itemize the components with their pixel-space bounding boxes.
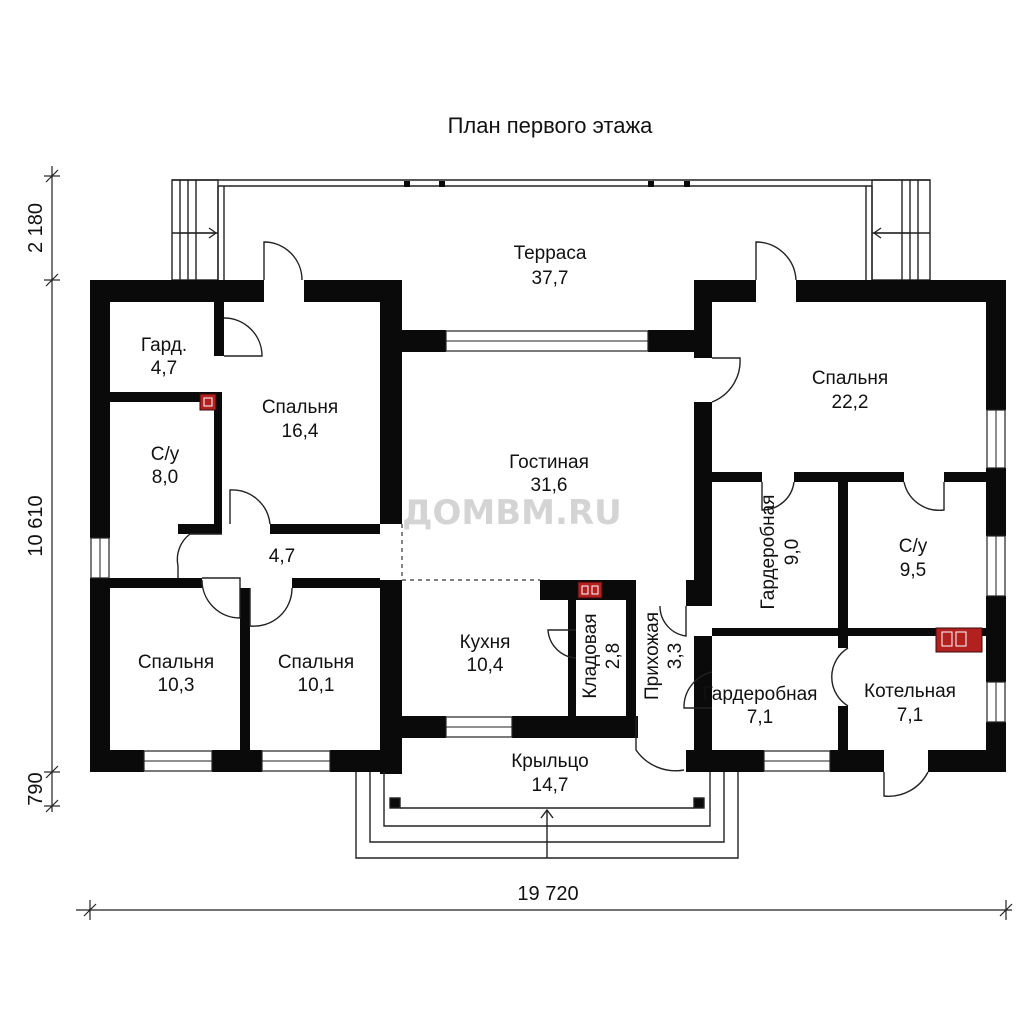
room-labels: Терраса 37,7 Гард. 4,7 Спальня 16,4 С/у … [138,243,956,796]
room-area-boiler: 7,1 [897,705,923,726]
room-name-bedroom-2: Спальня [138,652,214,673]
terrace-posts [404,181,690,187]
interior-walls [110,302,986,750]
room-area-bedroom-2: 10,3 [158,675,195,696]
room-name-bedroom-1: Спальня [262,397,338,418]
room-area-bedroom-big: 22,2 [832,392,869,413]
room-name-entry: Прихожая [642,612,663,700]
room-area-entry: 3,3 [665,643,686,669]
room-name-boiler: Котельная [864,681,956,702]
room-area-hall: 4,7 [269,546,295,567]
room-name-porch: Крыльцо [511,751,589,772]
exterior-walls [90,280,1006,774]
room-name-wardrobe-1: Гардеробная [758,495,779,610]
room-name-terrace: Терраса [514,243,587,264]
room-area-bathroom-2: 9,5 [900,560,926,581]
room-area-porch: 14,7 [532,775,569,796]
room-area-kitchen: 10,4 [467,655,504,676]
dimension-terrace-depth: 2 180 [25,203,47,253]
dimension-total-width: 19 720 [517,883,578,905]
plan-title: План первого этажа [448,113,654,138]
terrace-outline [171,179,931,281]
stair-arrow-icon [180,227,910,239]
dimension-lines [44,166,1013,920]
dimension-house-depth: 10 610 [25,495,47,556]
room-name-gard: Гард. [141,335,187,356]
room-area-bedroom-1: 16,4 [282,421,319,442]
room-name-wardrobe-2: Гардеробная [703,684,818,705]
room-area-pantry: 2,8 [603,643,624,669]
room-name-kitchen: Кухня [460,632,511,653]
room-area-gard: 4,7 [151,358,177,379]
room-name-living: Гостиная [509,452,589,473]
room-area-wardrobe-2: 7,1 [747,707,773,728]
room-area-bedroom-3: 10,1 [298,675,335,696]
porch-outline [355,772,739,859]
dimension-porch-depth: 790 [25,772,47,805]
room-name-bedroom-3: Спальня [278,652,354,673]
window-mullions [99,340,997,762]
room-name-bathroom-2: С/у [899,536,928,557]
room-area-living: 31,6 [531,475,568,496]
room-name-bathroom-1: С/у [151,444,180,465]
room-name-bedroom-big: Спальня [812,368,888,389]
room-area-bathroom-1: 8,0 [152,467,178,488]
doors [176,241,945,797]
room-name-pantry: Кладовая [580,613,601,698]
dashed-boundaries [401,524,540,581]
room-area-terrace: 37,7 [532,268,569,289]
watermark: ДОМВМ.RU [402,493,621,533]
room-area-wardrobe-1: 9,0 [782,539,803,565]
vent-grid-icon [203,397,967,647]
